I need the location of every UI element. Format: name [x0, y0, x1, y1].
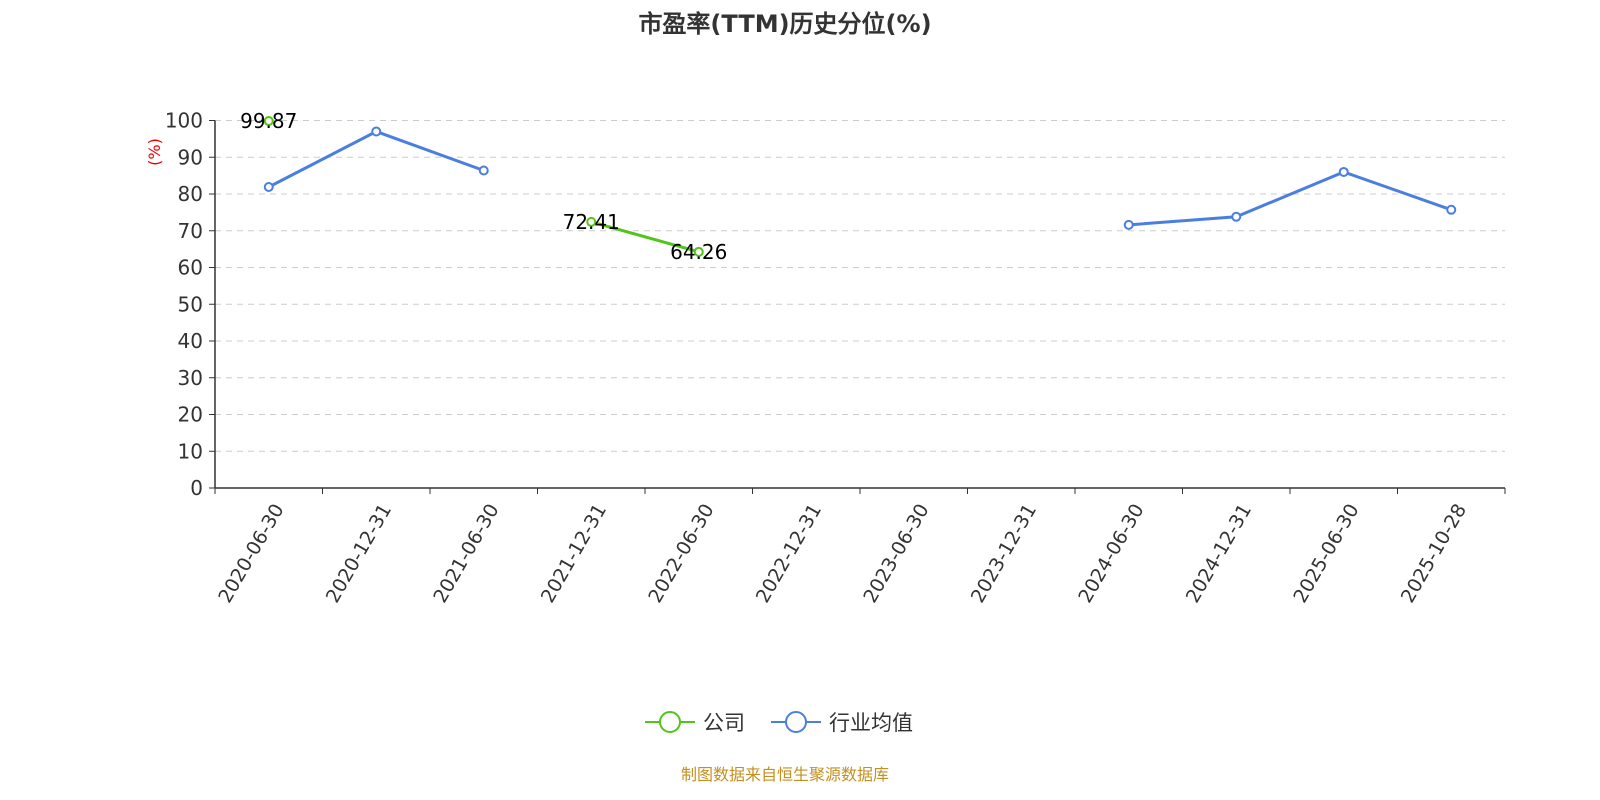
x-tick-label: 2023-06-30	[859, 500, 933, 607]
series-line	[590, 220, 700, 254]
source-note: 制图数据来自恒生聚源数据库	[681, 765, 889, 784]
data-label: 99.87	[240, 109, 297, 133]
y-tick-label: 80	[178, 182, 203, 206]
data-label: 64.26	[670, 240, 727, 264]
x-tick-label: 2021-12-31	[537, 500, 611, 607]
x-tick-label: 2020-12-31	[322, 500, 396, 607]
y-tick-label: 10	[178, 439, 203, 463]
y-tick-label: 40	[178, 329, 203, 353]
data-point	[1338, 166, 1349, 177]
y-tick-label: 100	[165, 109, 203, 133]
data-point	[263, 182, 274, 193]
data-point	[263, 115, 274, 126]
x-tick-label: 2024-06-30	[1074, 500, 1148, 607]
data-point	[371, 126, 382, 137]
x-tick-label: 2022-06-30	[644, 500, 718, 607]
x-tick-label: 2023-12-31	[967, 500, 1041, 607]
legend-marker	[659, 711, 681, 733]
data-point	[1123, 219, 1134, 230]
y-tick-label: 60	[178, 256, 203, 280]
legend-marker	[785, 711, 807, 733]
x-tick-label: 2020-06-30	[214, 500, 288, 607]
y-tick-label: 70	[178, 219, 203, 243]
data-point	[586, 216, 597, 227]
series-line	[268, 129, 485, 189]
series-line	[1128, 170, 1452, 227]
legend-label: 公司	[703, 711, 745, 735]
y-tick-label: 30	[178, 366, 203, 390]
x-tick-label: 2024-12-31	[1182, 500, 1256, 607]
x-tick-label: 2022-12-31	[752, 500, 826, 607]
chart-title: 市盈率(TTM)历史分位(%)	[638, 10, 931, 38]
y-tick-label: 90	[178, 145, 203, 169]
data-point	[1231, 211, 1242, 222]
y-tick-label: 50	[178, 292, 203, 316]
data-point	[693, 246, 704, 257]
data-point	[478, 165, 489, 176]
x-tick-label: 2021-06-30	[429, 500, 503, 607]
x-tick-label: 2025-10-28	[1397, 500, 1471, 607]
x-tick-label: 2025-06-30	[1289, 500, 1363, 607]
y-axis-label: (%)	[145, 138, 164, 166]
y-tick-label: 0	[190, 476, 203, 500]
legend-label: 行业均值	[829, 711, 913, 735]
data-point	[1446, 204, 1457, 215]
data-label: 72.41	[563, 210, 620, 234]
y-tick-label: 20	[178, 403, 203, 427]
